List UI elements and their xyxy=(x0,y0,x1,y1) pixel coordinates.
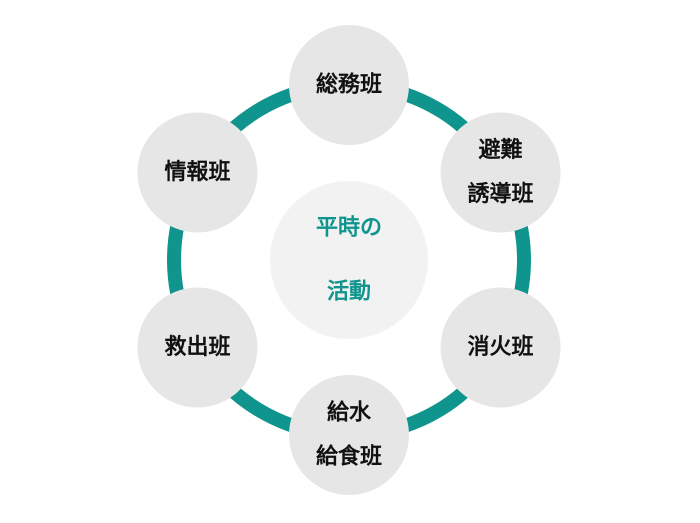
team-node-label: 給水 xyxy=(327,399,372,425)
team-node-information: 情報班 xyxy=(137,112,258,233)
center-label-line: 活動 xyxy=(327,280,371,305)
team-node-circle xyxy=(289,375,409,495)
team-node-label: 消火班 xyxy=(468,335,534,360)
team-node-circle xyxy=(289,25,409,145)
team-node-label: 情報班 xyxy=(164,159,230,185)
team-node-label: 総務班 xyxy=(316,72,382,98)
team-node-general-affairs: 総務班 xyxy=(289,25,409,145)
team-node-circle xyxy=(440,112,561,233)
team-node-firefighting: 消火班 xyxy=(440,287,561,408)
center-label-line: 平時の xyxy=(316,216,382,241)
team-node-circle xyxy=(137,112,258,233)
team-node-rescue: 救出班 xyxy=(137,287,258,408)
team-node-circle xyxy=(137,287,258,408)
team-node-circle xyxy=(440,287,561,408)
team-node-label: 給食班 xyxy=(316,444,382,470)
team-node-label: 誘導班 xyxy=(468,181,534,207)
team-node-label: 救出班 xyxy=(164,335,230,360)
center-circle xyxy=(270,181,428,339)
team-node-label: 避難 xyxy=(479,137,523,163)
